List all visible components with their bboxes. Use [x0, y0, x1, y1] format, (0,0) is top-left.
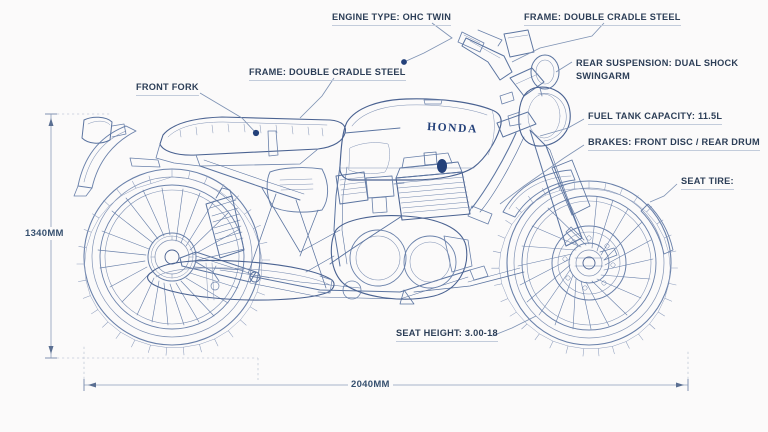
callout-rear-suspension: REAR SUSPENSION: DUAL SHOCK SWINGARM [576, 57, 738, 84]
seat [155, 116, 346, 167]
leader-lines [199, 22, 678, 337]
leader-engine-type [403, 22, 453, 63]
callout-seat-tire: SEAT TIRE: [681, 175, 734, 190]
callout-fuel-tank-capacity: FUEL TANK CAPACITY: 11.5L [588, 110, 723, 125]
leader-seat-tire [649, 183, 678, 203]
callout-rear-suspension-line1: REAR SUSPENSION: DUAL SHOCK [576, 58, 739, 68]
length-dimension-line [83, 379, 689, 391]
leader-dots [252, 59, 407, 137]
height-dimension-line [45, 113, 57, 359]
dimension-lines [45, 113, 689, 391]
rear-wheel [76, 168, 271, 356]
callout-rear-suspension-line2: SWINGARM [576, 70, 631, 81]
callout-front-fork: FRONT FORK [136, 81, 199, 96]
callout-brakes: BRAKES: FRONT DISC / REAR DRUM [588, 136, 760, 151]
callout-seat-height: SEAT HEIGHT: 3.00-18 [396, 327, 498, 342]
misc-detail [129, 157, 493, 291]
callout-frame-top-right: FRAME: DOUBLE CRADLE STEEL [524, 11, 681, 26]
exhaust-muffler [147, 259, 335, 301]
rear-fender [73, 125, 137, 197]
leader-rear-suspension [555, 61, 573, 73]
leader-frame-tr [511, 22, 605, 63]
tail-light [81, 116, 127, 144]
engine [329, 151, 473, 300]
handlebar-assembly [457, 29, 571, 147]
height-dimension-label: 1340MM [22, 227, 67, 240]
svg-text:HONDA: HONDA [427, 121, 478, 136]
callout-frame-mid-left: FRAME: DOUBLE CRADLE STEEL [249, 66, 406, 81]
front-fender [502, 169, 674, 255]
fuel-tank [339, 98, 502, 181]
front-wheel [491, 180, 678, 357]
side-cover [266, 167, 329, 213]
callout-engine-type: ENGINE TYPE: OHC TWIN [332, 11, 452, 26]
leader-seat-height [491, 315, 537, 337]
leader-front-fork [199, 92, 257, 134]
length-dimension-label: 2040MM [348, 378, 393, 391]
honda-emblem: HONDA [427, 121, 478, 136]
leader-brakes [499, 144, 585, 205]
leader-fuel-tank [539, 118, 585, 137]
leader-frame-mid [299, 77, 335, 119]
